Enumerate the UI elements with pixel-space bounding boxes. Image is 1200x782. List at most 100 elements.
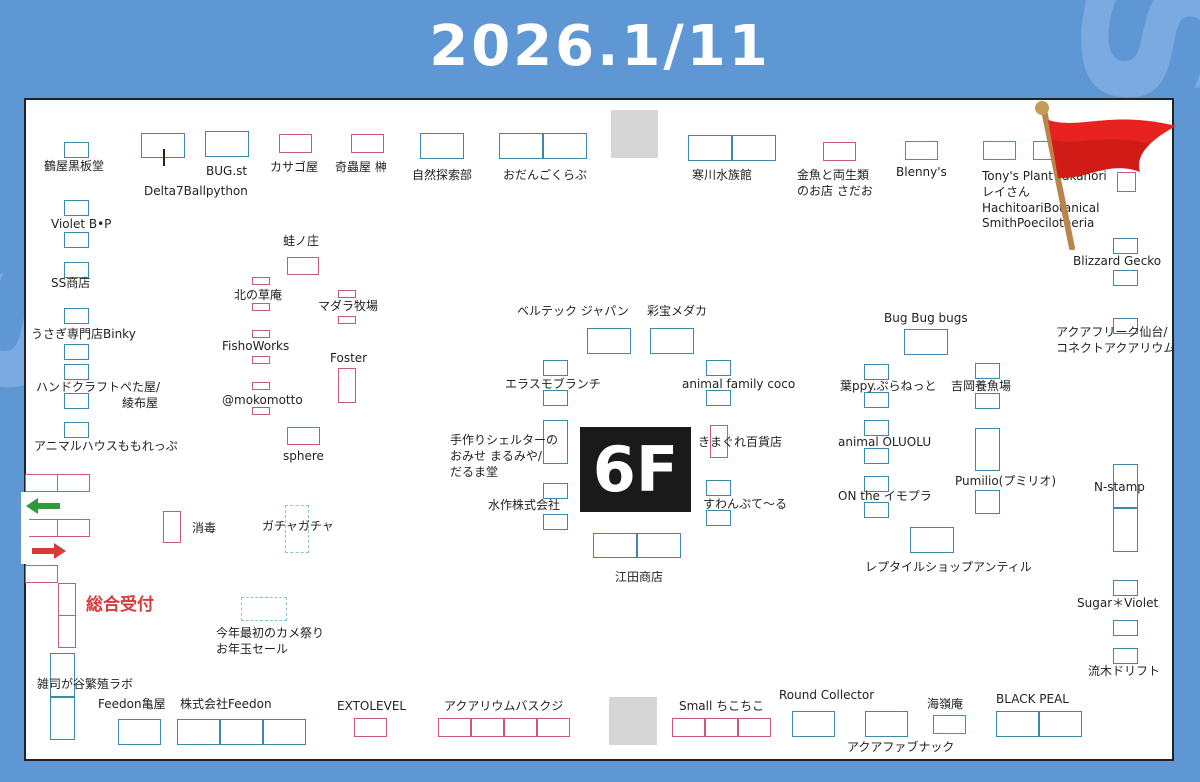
booth[interactable] (975, 490, 1000, 514)
booth[interactable] (543, 420, 568, 464)
booth[interactable] (220, 719, 263, 745)
booth[interactable] (543, 360, 568, 376)
booth[interactable] (57, 519, 90, 537)
booth-label: 株式会社Feedon (180, 697, 272, 711)
booth[interactable] (905, 141, 938, 160)
booth[interactable] (543, 390, 568, 406)
booth[interactable] (58, 583, 76, 616)
booth[interactable] (118, 719, 161, 745)
booth[interactable] (672, 718, 705, 737)
booth-label: アニマルハウスももれっぷ (34, 439, 178, 453)
booth[interactable] (1113, 620, 1138, 636)
booth[interactable] (64, 142, 89, 158)
booth[interactable] (64, 232, 89, 248)
booth[interactable] (471, 718, 504, 737)
booth[interactable] (933, 715, 966, 734)
booth[interactable] (705, 718, 738, 737)
booth[interactable] (263, 719, 306, 745)
booth[interactable] (864, 448, 889, 464)
booth[interactable] (864, 392, 889, 408)
booth[interactable] (1039, 711, 1082, 737)
booth[interactable] (738, 718, 771, 737)
booth[interactable] (338, 316, 356, 324)
booth[interactable] (1117, 172, 1136, 192)
booth[interactable] (1113, 270, 1138, 286)
booth[interactable] (252, 407, 270, 415)
booth[interactable] (732, 135, 776, 161)
booth[interactable] (1113, 648, 1138, 664)
booth-label: Pumilio(プミリオ) (955, 474, 1057, 488)
booth[interactable] (64, 422, 89, 438)
booth[interactable] (996, 711, 1039, 737)
booth[interactable] (420, 133, 464, 159)
booth[interactable] (252, 356, 270, 364)
booth[interactable] (338, 290, 356, 298)
booth[interactable] (864, 502, 889, 518)
booth[interactable] (57, 474, 90, 492)
booth[interactable] (25, 519, 58, 537)
booth[interactable] (163, 511, 181, 543)
booth[interactable] (983, 141, 1016, 160)
booth[interactable] (64, 393, 89, 409)
booth[interactable] (25, 474, 58, 492)
booth[interactable] (177, 719, 220, 745)
booth[interactable] (864, 364, 889, 380)
booth[interactable] (543, 483, 568, 499)
booth[interactable] (864, 476, 889, 492)
booth[interactable] (865, 711, 908, 737)
booth[interactable] (688, 135, 732, 161)
booth[interactable] (499, 133, 543, 159)
booth[interactable] (64, 364, 89, 380)
booth[interactable] (338, 368, 356, 403)
booth[interactable] (50, 697, 75, 740)
booth[interactable] (543, 133, 587, 159)
booth-label: animal family coco (682, 377, 796, 391)
booth-label: Delta7Ballpython (144, 184, 248, 198)
booth[interactable] (792, 711, 835, 737)
booth[interactable] (975, 393, 1000, 409)
booth[interactable] (904, 329, 948, 355)
booth[interactable] (354, 718, 387, 737)
booth[interactable] (593, 533, 637, 558)
booth[interactable] (706, 360, 731, 376)
booth[interactable] (58, 615, 76, 648)
booth[interactable] (287, 257, 319, 275)
booth[interactable] (1113, 580, 1138, 596)
booth[interactable] (637, 533, 681, 558)
booth[interactable] (543, 514, 568, 530)
booth[interactable] (1113, 238, 1138, 254)
booth[interactable] (205, 131, 249, 157)
booth[interactable] (252, 277, 270, 285)
booth[interactable] (64, 262, 89, 278)
booth[interactable] (864, 420, 889, 436)
booth[interactable] (1113, 318, 1138, 334)
booth[interactable] (587, 328, 631, 354)
booth[interactable] (706, 510, 731, 526)
booth-label: だるま堂 (450, 465, 499, 479)
booth[interactable] (64, 308, 89, 324)
booth[interactable] (252, 303, 270, 311)
booth[interactable] (823, 142, 856, 161)
booth[interactable] (438, 718, 471, 737)
booth[interactable] (975, 428, 1000, 471)
booth[interactable] (537, 718, 570, 737)
booth[interactable] (706, 480, 731, 496)
booth[interactable] (504, 718, 537, 737)
booth[interactable] (252, 382, 270, 390)
booth[interactable] (64, 200, 89, 216)
booth[interactable] (1113, 508, 1138, 552)
booth[interactable] (287, 427, 320, 445)
booth[interactable] (50, 653, 75, 697)
booth[interactable] (351, 134, 384, 153)
booth[interactable] (975, 363, 1000, 379)
booth[interactable] (710, 425, 728, 458)
booth-label: 鶴屋黒板堂 (44, 159, 105, 173)
booth[interactable] (706, 390, 731, 406)
booth[interactable] (1113, 464, 1138, 508)
booth[interactable] (25, 565, 58, 583)
booth[interactable] (279, 134, 312, 153)
booth[interactable] (650, 328, 694, 354)
booth[interactable] (910, 527, 954, 553)
booth[interactable] (252, 330, 270, 338)
booth[interactable] (64, 344, 89, 360)
